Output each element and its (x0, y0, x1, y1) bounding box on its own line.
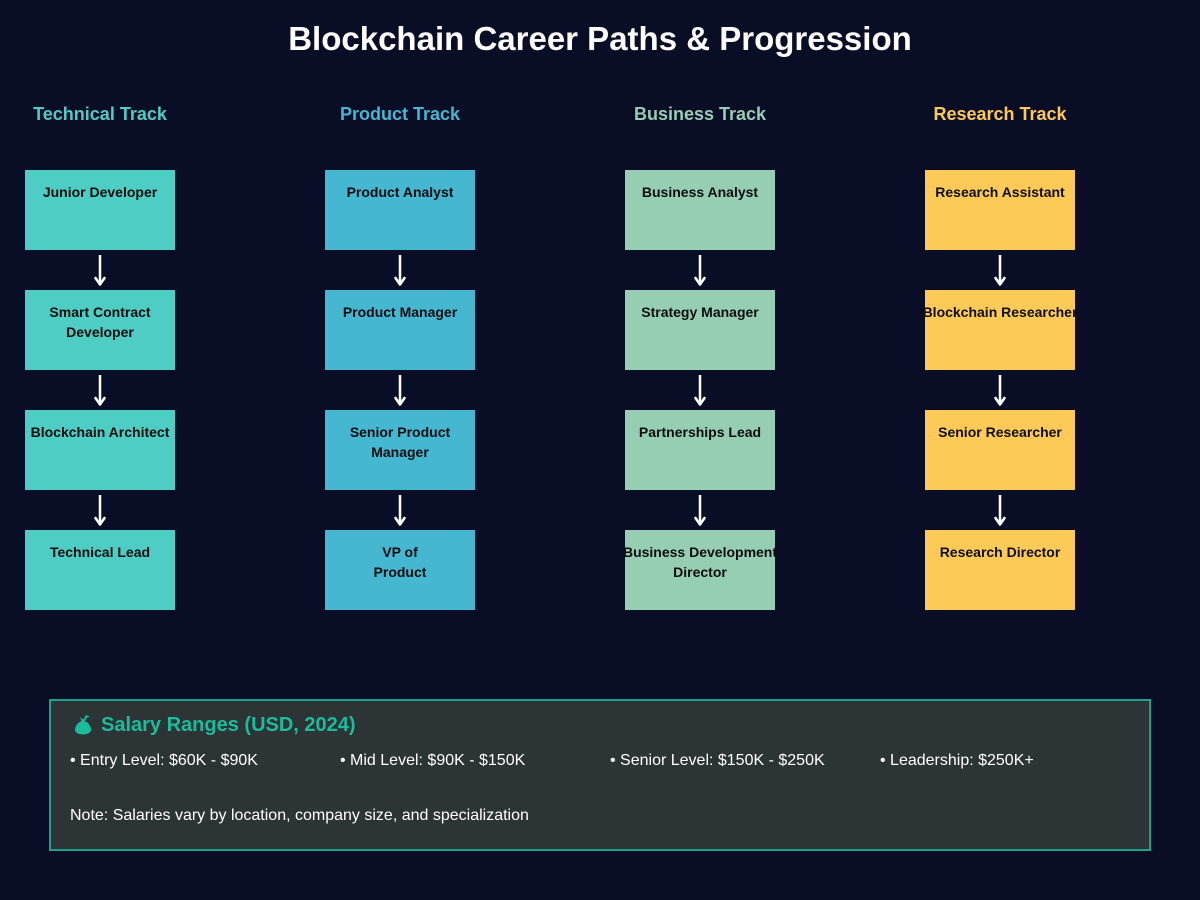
role-box-business-development-director: Business Development Director (623, 530, 777, 610)
role-box-senior-researcher: Senior Researcher (925, 410, 1075, 490)
research-track-title: Research Track (933, 104, 1067, 124)
role-box-research-assistant: Research Assistant (925, 170, 1075, 250)
salary-level-entry: • Entry Level: $60K - $90K (70, 752, 258, 769)
page-title: Blockchain Career Paths & Progression (288, 20, 912, 57)
role-label: Research Assistant (935, 184, 1065, 200)
role-box-product-manager: Product Manager (325, 290, 475, 370)
role-label: Strategy Manager (641, 304, 759, 320)
role-box-research-director: Research Director (925, 530, 1075, 610)
role-box-product-analyst: Product Analyst (325, 170, 475, 250)
role-label: Product Analyst (346, 184, 454, 200)
arrow-down-icon (94, 255, 106, 286)
role-label: Technical Lead (49, 544, 151, 560)
role-label: Senior Product Manager (349, 424, 451, 460)
role-label: Blockchain Researcher (922, 304, 1078, 320)
role-box-junior-developer: Junior Developer (25, 170, 175, 250)
role-label: Junior Developer (42, 184, 158, 200)
role-box-vp-of-product: VP of Product (325, 530, 475, 610)
role-label: Senior Researcher (938, 424, 1062, 440)
arrow-down-icon (694, 375, 706, 406)
role-label: Business Analyst (641, 184, 759, 200)
salary-heading-text: Salary Ranges (USD, 2024) (101, 713, 356, 736)
arrow-down-icon (994, 495, 1006, 526)
role-box-strategy-manager: Strategy Manager (625, 290, 775, 370)
role-label: Business Development Director (622, 544, 778, 580)
role-label: Blockchain Architect (30, 424, 170, 440)
role-box-smart-contract-developer: Smart Contract Developer (25, 290, 175, 370)
business-track-title: Business Track (633, 104, 767, 124)
salary-level-senior: • Senior Level: $150K - $250K (610, 752, 825, 769)
role-label: Partnerships Lead (638, 424, 762, 440)
role-label: Smart Contract Developer (49, 304, 151, 340)
role-box-business-analyst: Business Analyst (625, 170, 775, 250)
product-track-title: Product Track (339, 104, 461, 124)
salary-panel: Salary Ranges (USD, 2024) • Entry Level:… (49, 699, 1151, 851)
role-box-senior-product-manager: Senior Product Manager (325, 410, 475, 490)
arrow-down-icon (94, 375, 106, 406)
arrow-down-icon (394, 495, 406, 526)
technical-track-title: Technical Track (33, 104, 167, 124)
salary-level-mid: • Mid Level: $90K - $150K (340, 752, 526, 769)
role-label: Product Manager (342, 304, 458, 320)
arrow-down-icon (694, 255, 706, 286)
arrow-down-icon (994, 255, 1006, 286)
role-label: Research Director (939, 544, 1061, 560)
salary-note: Note: Salaries vary by location, company… (70, 807, 529, 824)
role-box-partnerships-lead: Partnerships Lead (625, 410, 775, 490)
arrow-down-icon (394, 255, 406, 286)
salary-heading: Salary Ranges (USD, 2024) (71, 711, 356, 739)
arrow-down-icon (94, 495, 106, 526)
role-label: VP of Product (373, 544, 427, 580)
arrow-down-icon (394, 375, 406, 406)
role-box-technical-lead: Technical Lead (25, 530, 175, 610)
salary-level-leadership: • Leadership: $250K+ (880, 752, 1034, 769)
arrow-down-icon (694, 495, 706, 526)
role-box-blockchain-architect: Blockchain Architect (25, 410, 175, 490)
money-bag-icon (74, 715, 92, 735)
arrow-down-icon (994, 375, 1006, 406)
role-box-blockchain-researcher: Blockchain Researcher (923, 290, 1077, 370)
